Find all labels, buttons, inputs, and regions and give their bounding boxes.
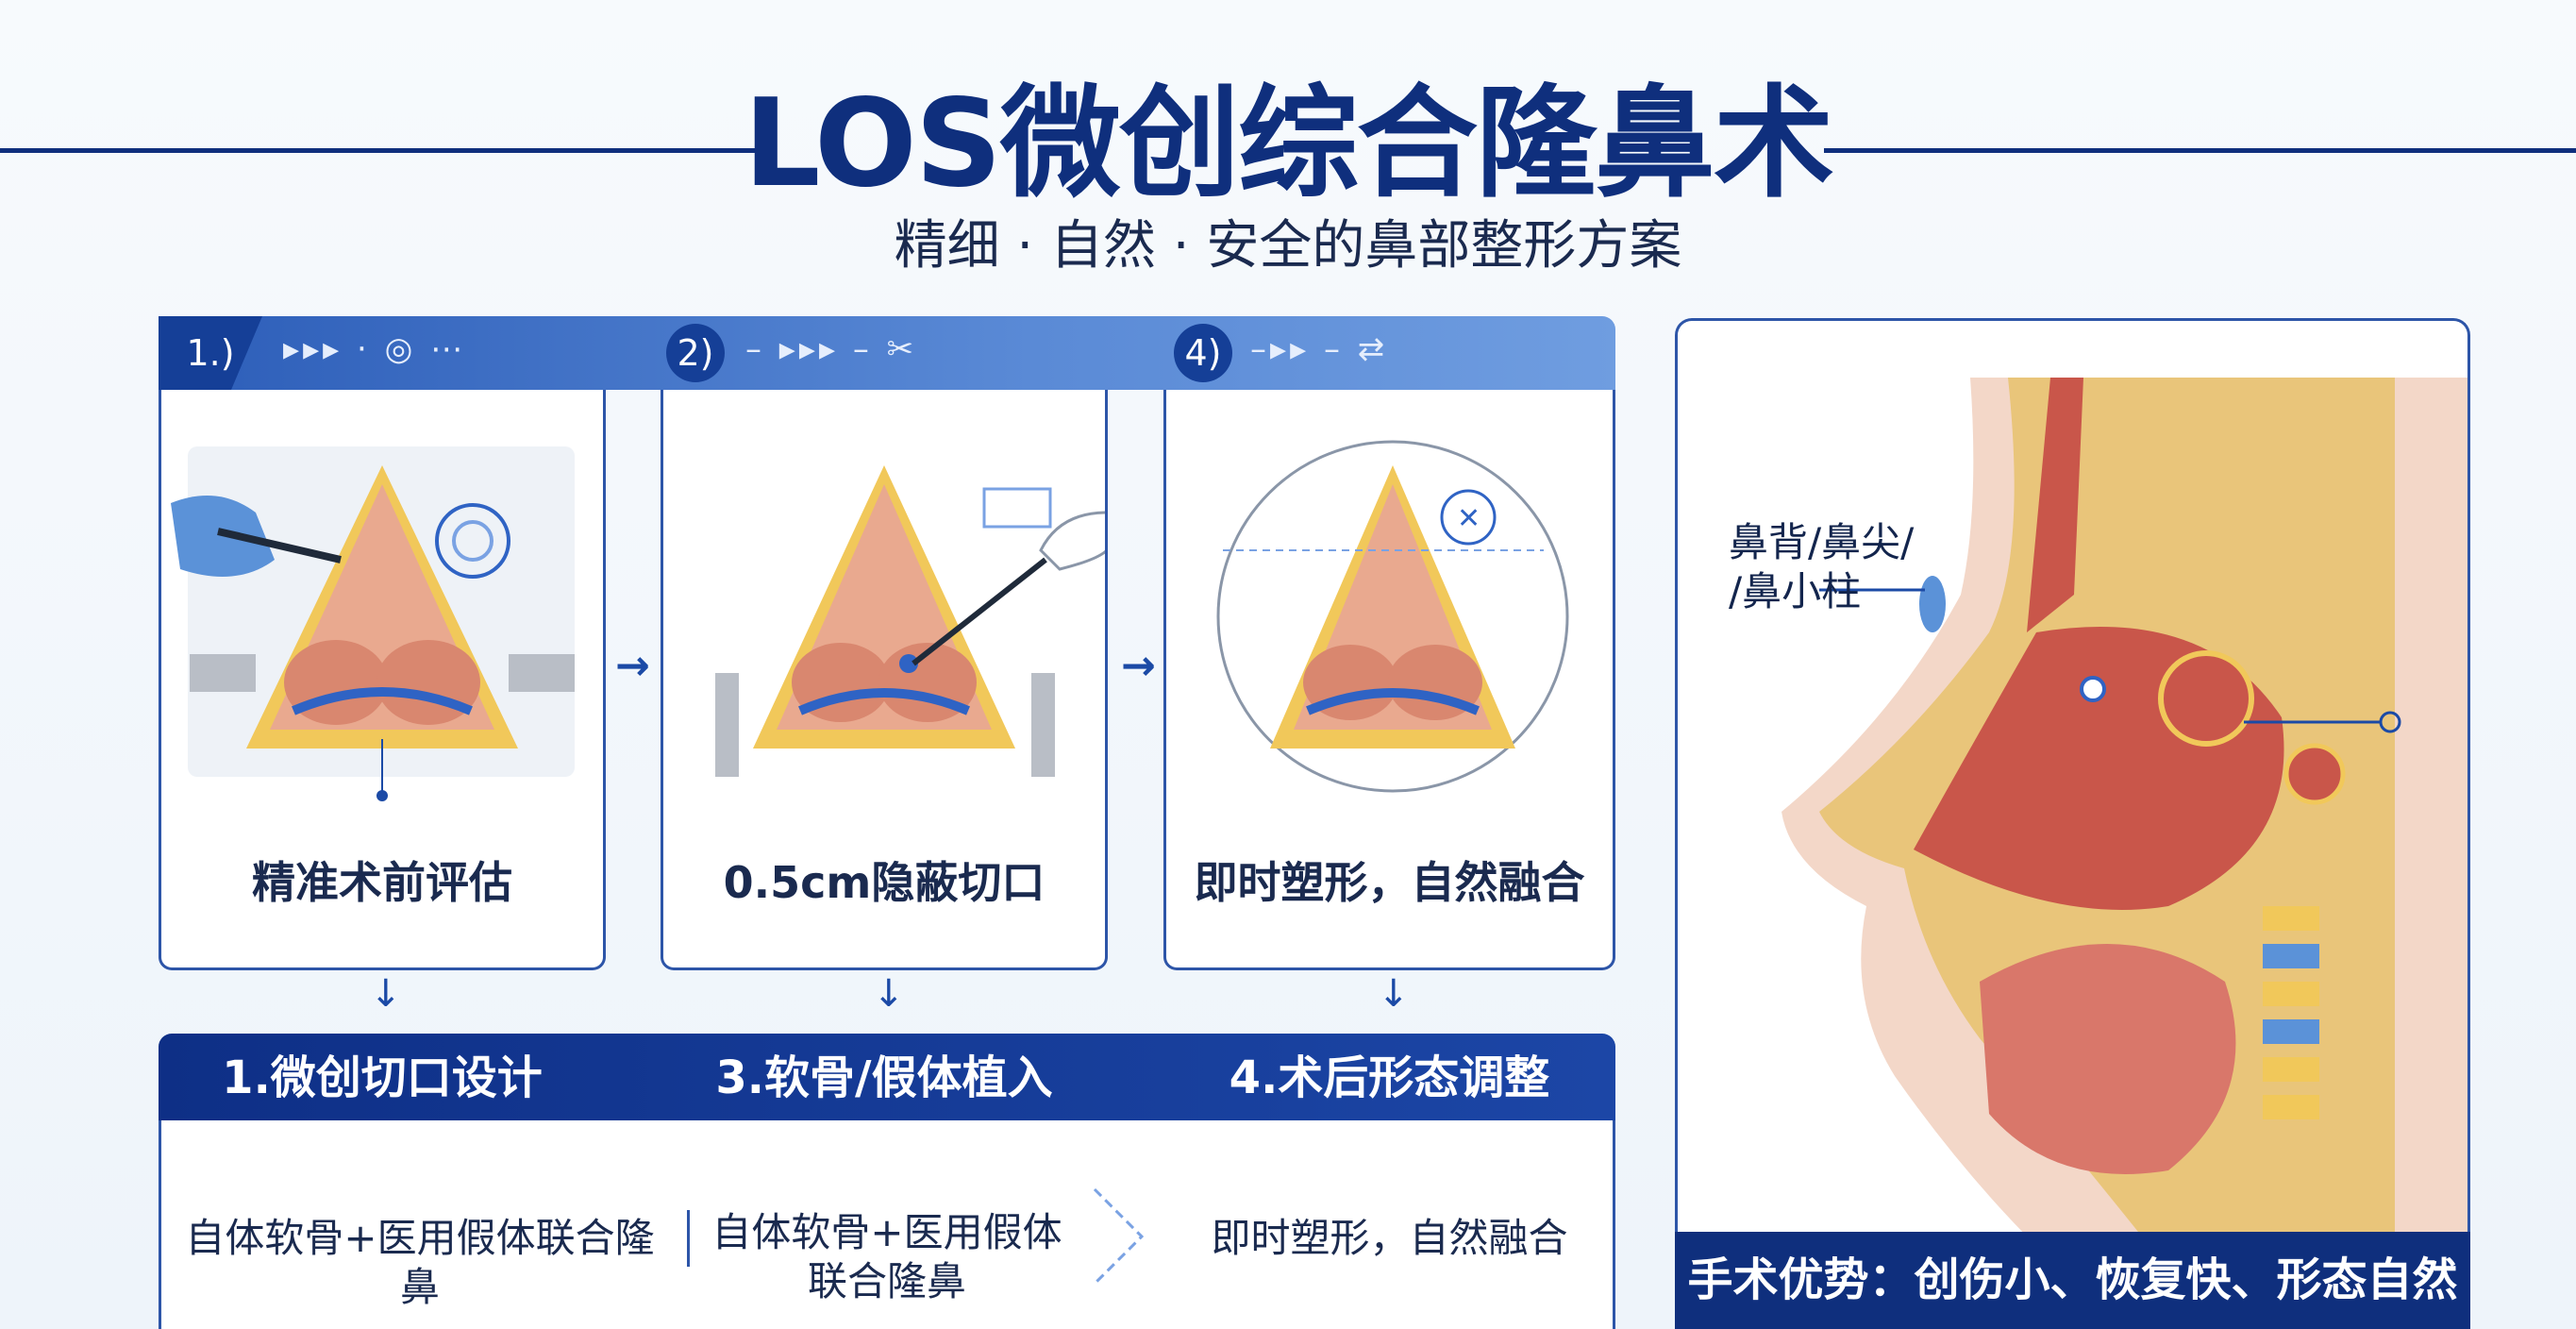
bottom-body [159, 1120, 1615, 1329]
bottom-cell-2: 自体软骨+医用假体 联合隆鼻 [711, 1209, 1062, 1304]
gland-1 [2158, 650, 2254, 747]
bottom-header-1: 1.微创切口设计 [222, 1051, 543, 1104]
marker-dot [2080, 676, 2106, 702]
bottom-divider [687, 1210, 690, 1267]
nasal-anatomy-illustration [1781, 378, 2467, 1246]
clamp-right [509, 654, 575, 692]
step-badge-3: 4) [1174, 324, 1232, 382]
chevron-arrow-icon [1093, 1187, 1145, 1286]
step-label-2: 0.5cm隐蔽切口 [723, 857, 1045, 908]
arrow-down-1: ↓ [370, 972, 402, 1016]
arrow-right-1: → [615, 642, 650, 690]
callout-target-icon [2379, 711, 2401, 733]
title-rule-left [0, 148, 755, 153]
step-strip [159, 316, 1615, 390]
implant-diagram [982, 487, 1052, 529]
clamp-left [190, 654, 256, 692]
step-badge-2: 2) [666, 324, 725, 382]
title-rule-right [1824, 148, 2576, 153]
bottom-header-bar [159, 1034, 1615, 1120]
nose-illustration-1 [171, 446, 575, 801]
step-card-3: ✕ 即时塑形，自然融合 [1163, 390, 1615, 970]
glove-hand-2 [1039, 511, 1105, 571]
strip-deco-2: – ▸▸▸ – ✂ [745, 330, 918, 368]
tongue [1980, 944, 2236, 1174]
tools-icon [1440, 489, 1497, 546]
cartilage-blue [1919, 576, 1946, 632]
bottom-cell-1: 自体软骨+医用假体联合隆鼻 [185, 1215, 655, 1310]
anatomy-label-line2: /鼻小柱 [1729, 568, 1862, 614]
bottom-cell-3: 即时塑形，自然融合 [1211, 1215, 1568, 1261]
nose-illustration-2 [715, 465, 1105, 777]
svg-text:✕: ✕ [1457, 502, 1480, 535]
forceps [912, 557, 1047, 666]
step-card-1: 精准术前评估 [159, 390, 606, 970]
page-title: LOS微创综合隆鼻术 [743, 74, 1834, 214]
page-subtitle: 精细 · 自然 · 安全的鼻部整形方案 [894, 215, 1682, 277]
vertebrae [2263, 906, 2319, 1119]
strip-deco-3: –▸▸ – ⇄ [1250, 330, 1389, 368]
strip-deco-1: ▸▸▸ · ◎ ⋯ [283, 330, 467, 368]
anatomy-label-line1: 鼻背/鼻尖/ [1729, 519, 1915, 565]
arrow-down-2: ↓ [873, 972, 905, 1016]
anatomy-footer: 手术优势：创伤小、恢复快、形态自然 [1675, 1232, 2470, 1329]
bottom-header-3: 4.术后形态调整 [1229, 1051, 1550, 1104]
gland-2 [2283, 743, 2346, 805]
arrow-down-3: ↓ [1378, 972, 1410, 1016]
anatomy-panel [1675, 318, 2470, 1329]
scalpel [217, 528, 342, 564]
step-card-2: 0.5cm隐蔽切口 [661, 390, 1108, 970]
nasal-bone [2027, 378, 2083, 632]
step-label-1: 精准术前评估 [252, 857, 512, 908]
step-label-3: 即时塑形，自然融合 [1194, 857, 1585, 908]
bottom-header-2: 3.软骨/假体植入 [715, 1051, 1053, 1104]
arrow-right-2: → [1121, 642, 1156, 690]
nose-illustration-3: ✕ [1216, 440, 1569, 793]
